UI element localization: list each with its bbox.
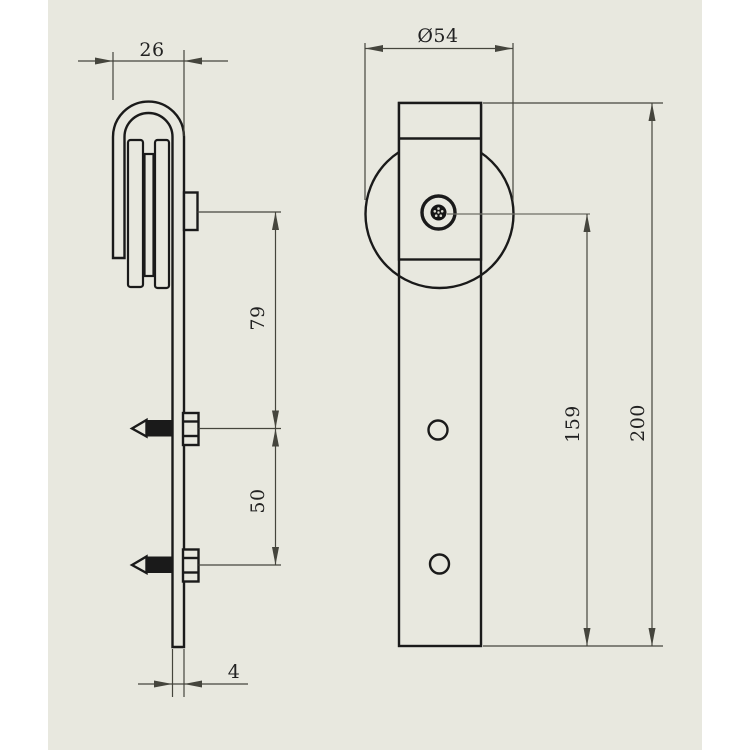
dim-wheel-diameter-54: Ø54 [364,25,514,200]
dim-overall-height-200: 200 [483,102,663,647]
dim-label-axle-to-bottom: 159 [562,405,584,443]
dim-label-bracket-width: 26 [139,39,164,61]
screw2-tip [129,554,148,576]
dim-strap-thickness-4: 4 [138,649,248,697]
dim-label-strap-thickness: 4 [228,661,241,683]
side-wheel-flange-left [126,138,145,289]
drawing-sheet [48,0,702,750]
front-mount-hole-2 [428,553,451,575]
dim-roller-to-screw1-79: 79 [197,211,281,565]
screw1-nut [181,411,200,447]
screw1-shaft [145,420,173,437]
screw2-nut [181,548,200,583]
dim-bracket-width-26: 26 [78,39,228,136]
front-axle-torx-star [433,207,444,217]
dim-axle-to-bottom-159: 159 [447,213,591,646]
front-view [364,101,515,648]
side-wheel-flange-right [153,138,171,290]
dim-label-overall-height: 200 [627,404,649,442]
side-lag-screw-2 [129,548,200,583]
dim-label-wheel-diameter: Ø54 [417,25,458,47]
side-view [111,100,200,649]
side-spacer-block [182,191,199,232]
dim-label-screw-spacing: 50 [247,488,269,513]
dim-label-roller-to-screw1: 79 [247,305,269,330]
side-strap-outline [111,100,186,649]
screw2-shaft [145,556,173,573]
side-wheel-groove [143,152,155,278]
front-strap-plate [397,101,483,261]
front-mount-hole-1 [427,419,449,441]
screw1-tip [129,417,148,439]
dim-screw-spacing-50: 50 [198,428,281,566]
